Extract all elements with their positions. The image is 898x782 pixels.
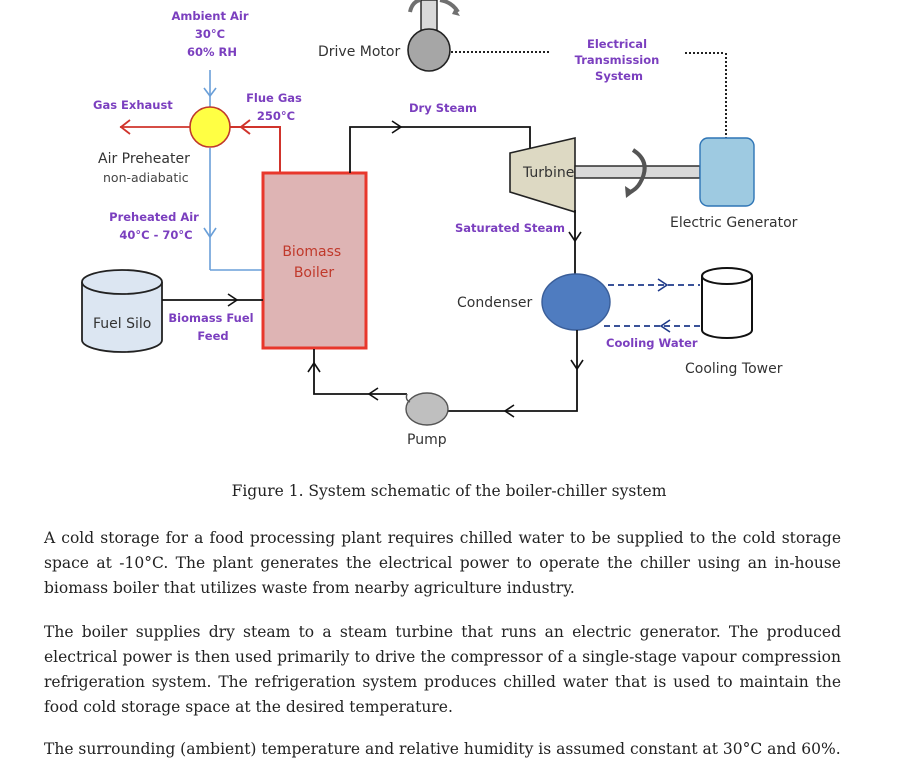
electrical-transmission-label: Electrical Transmission System <box>575 37 664 83</box>
figure-caption: Figure 1. System schematic of the boiler… <box>231 482 667 500</box>
biomass-boiler-icon <box>261 171 368 350</box>
turbine-label: Turbine <box>522 165 574 181</box>
drive-motor-label: Drive Motor <box>318 44 400 60</box>
drive-motor-icon <box>407 0 460 72</box>
transmission-line <box>685 52 727 138</box>
preheated-air-line <box>203 148 263 271</box>
pump-label: Pump <box>407 432 447 448</box>
ambient-air-line <box>203 70 217 108</box>
saturated-steam-label: Saturated Steam <box>455 221 565 235</box>
biomass-boiler-label: Biomass Boiler <box>282 244 345 281</box>
system-schematic: Ambient Air 30°C 60% RH Gas Exhaust Flue… <box>81 0 798 448</box>
air-preheater-label: Air Preheater <box>98 151 190 167</box>
paragraph-2: The boiler supplies dry steam to a steam… <box>44 623 841 716</box>
fuel-feed-line <box>162 293 263 307</box>
fuel-silo-icon <box>81 269 163 353</box>
biomass-fuel-feed-label: Biomass Fuel Feed <box>168 311 257 343</box>
dry-steam-line <box>349 120 531 173</box>
condenser-label: Condenser <box>457 295 532 311</box>
cooling-water-lines <box>604 278 700 333</box>
shaft-icon <box>574 148 701 198</box>
dry-steam-label: Dry Steam <box>409 101 477 115</box>
paragraph-1: A cold storage for a food processing pla… <box>44 529 841 597</box>
ambient-air-label: Ambient Air 30°C 60% RH <box>171 9 252 59</box>
condensate-return-line <box>307 330 584 418</box>
air-preheater-icon <box>189 106 231 148</box>
cooling-tower-icon <box>701 267 753 339</box>
electric-generator-icon <box>699 137 755 207</box>
flue-gas-line <box>230 119 281 173</box>
paragraph-3: The surrounding (ambient) temperature an… <box>44 740 841 758</box>
electric-generator-label: Electric Generator <box>670 215 798 231</box>
cooling-water-label: Cooling Water <box>606 336 698 350</box>
gas-exhaust-label: Gas Exhaust <box>93 98 173 112</box>
preheated-air-label: Preheated Air 40°C - 70°C <box>109 210 203 242</box>
flue-gas-label: Flue Gas 250°C <box>246 91 306 123</box>
saturated-steam-line <box>568 210 582 278</box>
pump-icon <box>405 392 449 426</box>
fuel-silo-label: Fuel Silo <box>93 316 151 332</box>
air-preheater-sublabel: non-adiabatic <box>103 170 189 185</box>
condenser-icon <box>541 273 611 331</box>
gas-exhaust-line <box>119 119 190 135</box>
cooling-tower-label: Cooling Tower <box>685 361 783 377</box>
